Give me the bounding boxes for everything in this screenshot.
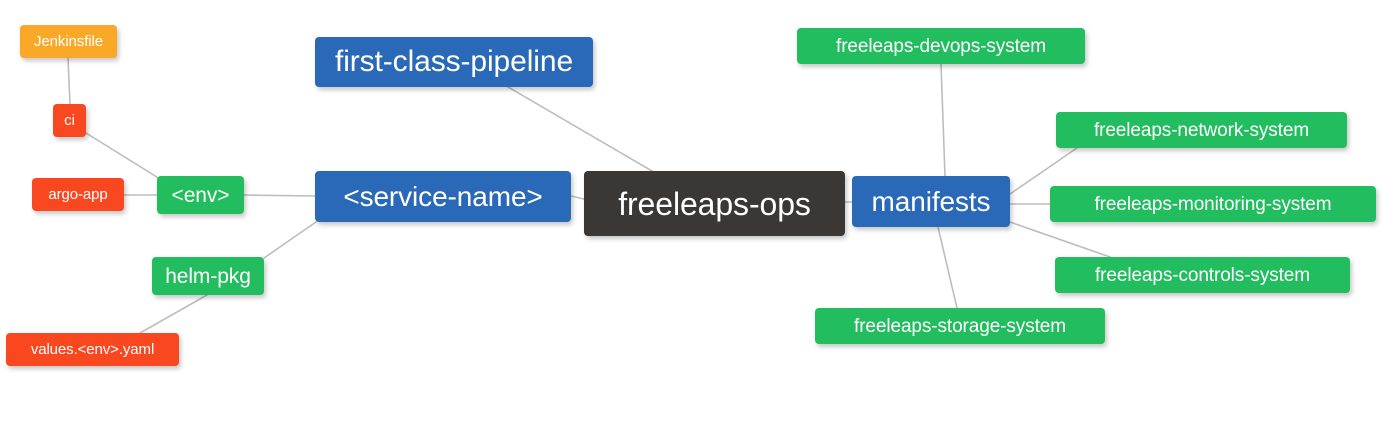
edge-service-name-to-freeleaps-ops bbox=[570, 195, 585, 200]
node-label-jenkinsfile: Jenkinsfile bbox=[34, 33, 103, 50]
node-freeleaps-devops-system[interactable]: freeleaps-devops-system bbox=[797, 28, 1085, 64]
node-label-argo-app: argo-app bbox=[48, 186, 108, 203]
node-label-freeleaps-controls-system: freeleaps-controls-system bbox=[1094, 264, 1311, 286]
node-label-helm-pkg: helm-pkg bbox=[165, 264, 251, 288]
node-env[interactable]: <env> bbox=[157, 176, 244, 214]
edge-helm-pkg-to-values-env-yaml bbox=[139, 294, 208, 334]
node-freeleaps-monitoring-system[interactable]: freeleaps-monitoring-system bbox=[1050, 186, 1376, 222]
edge-first-class-pipeline-to-freeleaps-ops bbox=[507, 86, 653, 172]
node-label-manifests: manifests bbox=[871, 185, 991, 217]
node-label-freeleaps-network-system: freeleaps-network-system bbox=[1093, 119, 1310, 141]
node-helm-pkg[interactable]: helm-pkg bbox=[152, 257, 264, 295]
edge-service-name-to-helm-pkg bbox=[263, 221, 317, 259]
node-label-values-env-yaml: values.<env>.yaml bbox=[30, 341, 155, 358]
node-freeleaps-controls-system[interactable]: freeleaps-controls-system bbox=[1055, 257, 1350, 293]
node-freeleaps-ops[interactable]: freeleaps-ops bbox=[584, 171, 845, 236]
node-manifests[interactable]: manifests bbox=[852, 176, 1010, 227]
node-label-freeleaps-monitoring-system: freeleaps-monitoring-system bbox=[1094, 193, 1332, 215]
node-first-class-pipeline[interactable]: first-class-pipeline bbox=[315, 37, 593, 87]
edge-env-to-service-name bbox=[243, 194, 316, 197]
node-values-env-yaml[interactable]: values.<env>.yaml bbox=[6, 333, 179, 366]
node-ci[interactable]: ci bbox=[53, 104, 86, 137]
node-label-freeleaps-ops: freeleaps-ops bbox=[618, 185, 811, 222]
edge-manifests-to-freeleaps-controls-system bbox=[1009, 221, 1111, 258]
node-jenkinsfile[interactable]: Jenkinsfile bbox=[20, 25, 117, 58]
node-label-service-name: <service-name> bbox=[343, 180, 543, 212]
node-service-name[interactable]: <service-name> bbox=[315, 171, 571, 222]
edge-manifests-to-freeleaps-devops-system bbox=[940, 63, 946, 177]
node-label-first-class-pipeline: first-class-pipeline bbox=[334, 45, 574, 78]
node-label-ci: ci bbox=[64, 112, 75, 129]
node-argo-app[interactable]: argo-app bbox=[32, 178, 124, 211]
node-label-env: <env> bbox=[171, 183, 230, 207]
node-label-freeleaps-storage-system: freeleaps-storage-system bbox=[854, 315, 1066, 337]
edge-ci-to-env bbox=[85, 132, 161, 180]
edge-jenkinsfile-to-ci bbox=[67, 57, 71, 105]
edge-manifests-to-freeleaps-storage-system bbox=[937, 226, 958, 309]
node-freeleaps-storage-system[interactable]: freeleaps-storage-system bbox=[815, 308, 1105, 344]
node-label-freeleaps-devops-system: freeleaps-devops-system bbox=[836, 35, 1046, 57]
node-freeleaps-network-system[interactable]: freeleaps-network-system bbox=[1056, 112, 1347, 148]
